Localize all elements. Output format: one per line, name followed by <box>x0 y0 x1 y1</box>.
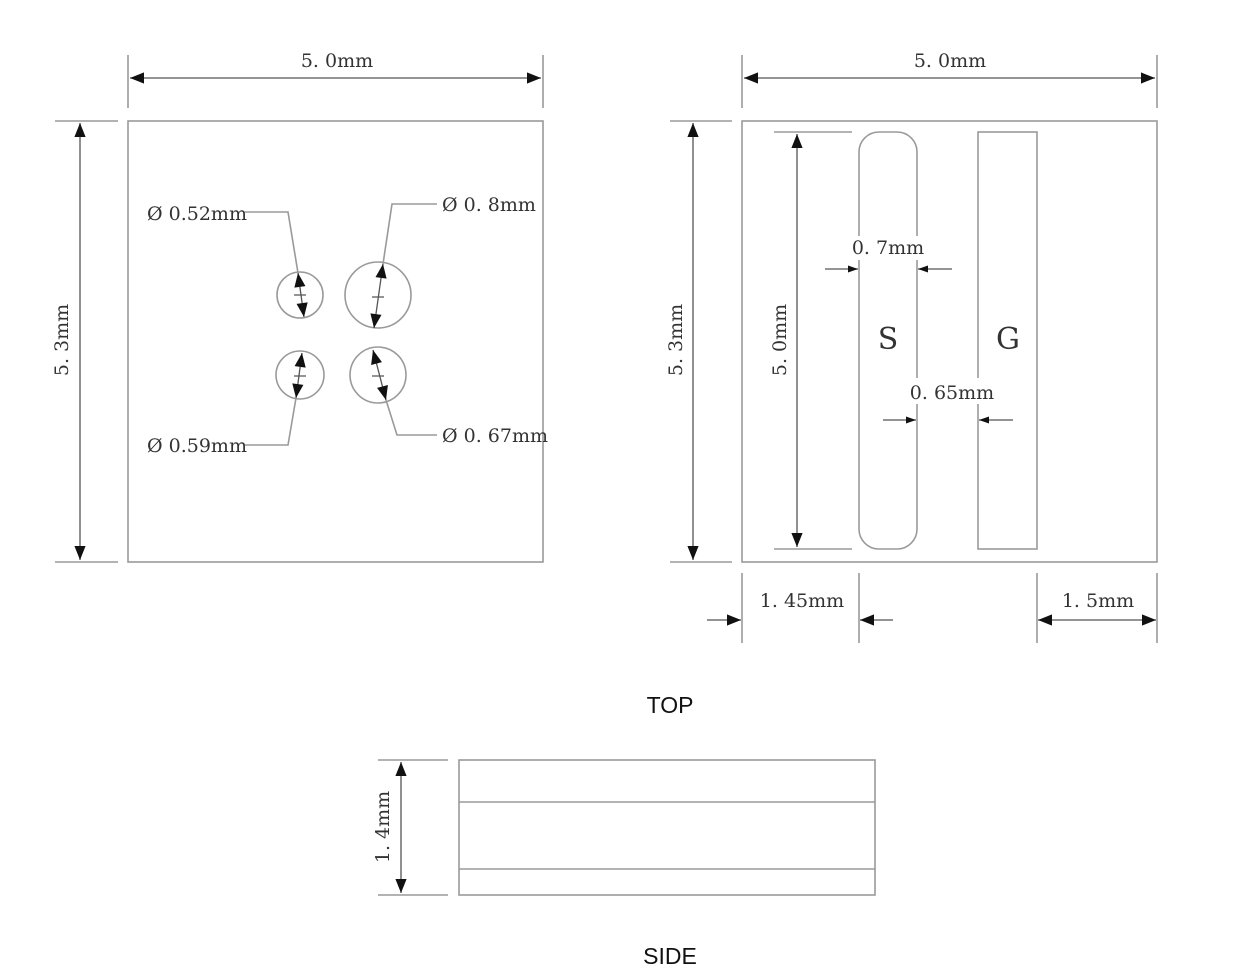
pad-gap-label: 0. 65mm <box>910 382 994 404</box>
hole-0.67 <box>349 346 407 404</box>
hole-label: Ø 0. 8mm <box>442 194 536 216</box>
pad-s <box>858 131 918 550</box>
height-label: 5. 3mm <box>665 304 687 376</box>
hole-label: Ø 0.52mm <box>147 203 247 225</box>
right-margin-label: 1. 5mm <box>1062 590 1134 612</box>
top-caption: TOP <box>647 692 694 718</box>
width-label: 5. 0mm <box>914 50 986 72</box>
pad-g <box>977 131 1038 550</box>
top-view-right: 5. 0mm 5. 3mm 5. 0mm 0. 7mm S G 0. 65mm … <box>665 50 1158 643</box>
left-margin-label: 1. 45mm <box>760 590 844 612</box>
hole-0.8 <box>344 261 412 329</box>
hole-label: Ø 0.59mm <box>147 435 247 457</box>
side-caption: SIDE <box>643 943 697 969</box>
side-outline <box>458 759 876 896</box>
body-outline <box>741 120 1158 563</box>
width-label: 5. 0mm <box>301 50 373 72</box>
top-view-left: 5. 0mm 5. 3mm Ø 0.52mm Ø 0. 8mm Ø 0.59mm… <box>51 50 548 563</box>
thickness-label: 1. 4mm <box>372 791 394 863</box>
hole-label: Ø 0. 67mm <box>442 425 548 447</box>
pad-length-label: 5. 0mm <box>769 304 791 376</box>
hole-0.52 <box>276 271 324 319</box>
pad-g-name: G <box>996 322 1020 357</box>
height-label: 5. 3mm <box>51 304 73 376</box>
pad-s-name: S <box>878 322 899 357</box>
body-outline <box>127 120 544 563</box>
hole-0.59 <box>275 350 325 400</box>
pad-s-width-label: 0. 7mm <box>852 237 924 259</box>
side-view: 1. 4mm <box>372 759 876 896</box>
